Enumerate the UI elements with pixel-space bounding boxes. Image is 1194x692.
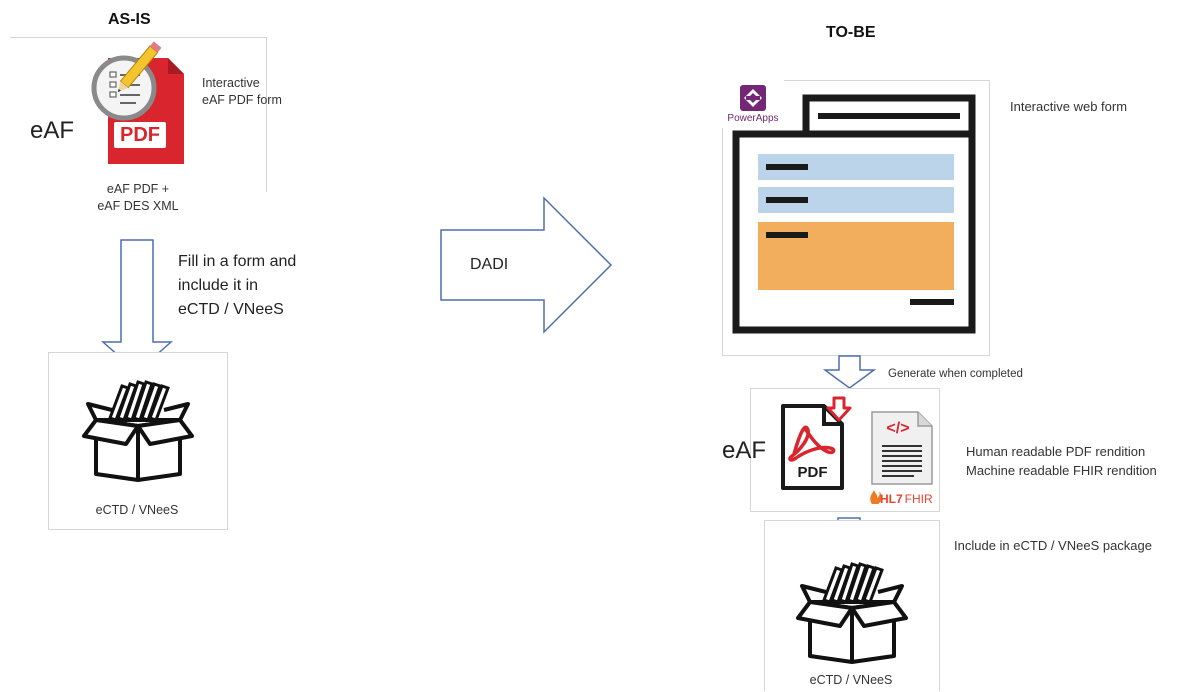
arrow-text-line2: include it in [178,277,259,294]
renditions-description: Human readable PDF rendition Machine rea… [966,442,1157,480]
pdf-form-icon: PDF [88,40,188,170]
caption-line1: eAF PDF + [106,182,170,196]
powerapps-logo: PowerApps [722,80,784,128]
pdf-document-label: PDF [797,464,828,481]
renditions-line1: Human readable PDF rendition [966,444,1146,459]
pdf-badge-label: PDF [120,124,160,146]
generate-text: Generate when completed [888,368,1023,380]
form-desc-line2: eAF PDF form [202,93,282,107]
include-down-arrow [821,517,877,551]
as-is-arrow-text: Fill in a form and include it in eCTD / … [178,250,296,322]
form-desc-line1: Interactive [202,76,260,90]
web-form-description: Interactive web form [1010,99,1128,114]
to-be-eaf-label: eAF [722,437,767,464]
pdf-document-icon: PDF [780,396,852,492]
to-be-box-label: eCTD / VNeeS [809,673,893,687]
dadi-arrow [440,196,613,334]
to-be-box-icon [796,556,908,666]
web-form-illustration [732,94,980,338]
box-icon [82,374,194,484]
code-symbol-label: </> [886,420,910,437]
fhir-label: FHIR [904,492,933,506]
to-be-heading: TO-BE [826,24,876,41]
arrow-text-line1: Fill in a form and [178,253,297,270]
as-is-form-caption: eAF PDF + eAF DES XML [78,181,198,215]
hl7-label: HL7 [880,492,903,506]
as-is-form-frame [10,37,267,192]
arrow-text-line3: eCTD / VNeeS [178,301,284,318]
generate-down-arrow [822,355,877,389]
as-is-heading: AS-IS [108,11,151,28]
as-is-eaf-label: eAF [30,117,75,144]
as-is-form-description: Interactive eAF PDF form [202,75,282,109]
powerapps-label: PowerApps [727,113,779,124]
as-is-box-label: eCTD / VNeeS [95,503,179,517]
caption-line2: eAF DES XML [97,199,179,213]
include-text: Include in eCTD / VNeeS package [954,538,1152,553]
dadi-label: DADI [470,256,509,273]
renditions-line2: Machine readable FHIR rendition [966,463,1157,478]
